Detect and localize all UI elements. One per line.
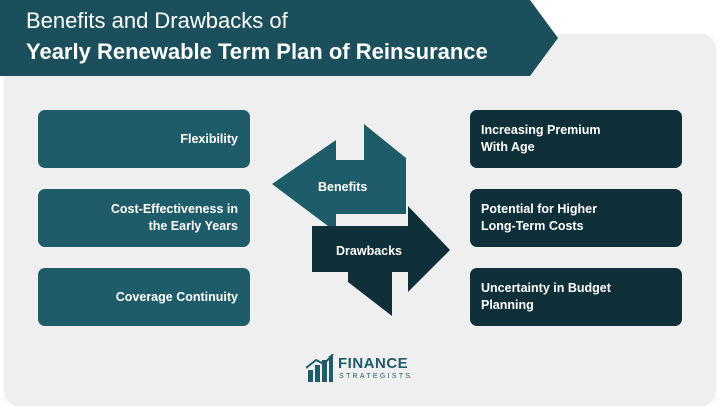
drawback-box-increasing-premium: Increasing Premium With Age bbox=[470, 110, 682, 168]
drawback-label: Increasing Premium With Age bbox=[481, 123, 601, 154]
benefit-label: Coverage Continuity bbox=[115, 289, 238, 304]
benefits-arrow bbox=[272, 124, 406, 232]
logo-chart-icon bbox=[306, 354, 334, 382]
benefit-box-coverage-continuity: Coverage Continuity bbox=[38, 268, 250, 326]
logo-subtitle: STRATEGISTS bbox=[339, 373, 413, 380]
drawback-label: Potential for Higher Long-Term Costs bbox=[481, 202, 597, 233]
drawbacks-arrow bbox=[312, 206, 450, 316]
title-banner: Benefits and Drawbacks of Yearly Renewab… bbox=[0, 0, 560, 76]
drawback-box-budget-uncertainty: Uncertainty in Budget Planning bbox=[470, 268, 682, 326]
title-line-1: Benefits and Drawbacks of bbox=[26, 8, 288, 33]
benefit-box-flexibility: Flexibility bbox=[38, 110, 250, 168]
arrows-svg bbox=[272, 124, 450, 316]
logo-name: FINANCE bbox=[338, 355, 409, 372]
benefits-arrow-label: Benefits bbox=[318, 180, 368, 194]
drawback-box-higher-costs: Potential for Higher Long-Term Costs bbox=[470, 189, 682, 247]
benefit-box-cost-effectiveness: Cost-Effectiveness in the Early Years bbox=[38, 189, 250, 247]
drawbacks-arrow-label: Drawbacks bbox=[336, 244, 403, 258]
title-line-2: Yearly Renewable Term Plan of Reinsuranc… bbox=[26, 39, 488, 64]
title-banner-shape bbox=[0, 0, 558, 76]
benefit-label: Flexibility bbox=[180, 131, 238, 146]
arrows-group: Benefits Drawbacks bbox=[268, 122, 458, 327]
drawback-label: Uncertainty in Budget Planning bbox=[481, 281, 611, 312]
finance-strategists-logo: FINANCE STRATEGISTS bbox=[306, 352, 426, 386]
benefit-label: Cost-Effectiveness in the Early Years bbox=[110, 202, 238, 233]
